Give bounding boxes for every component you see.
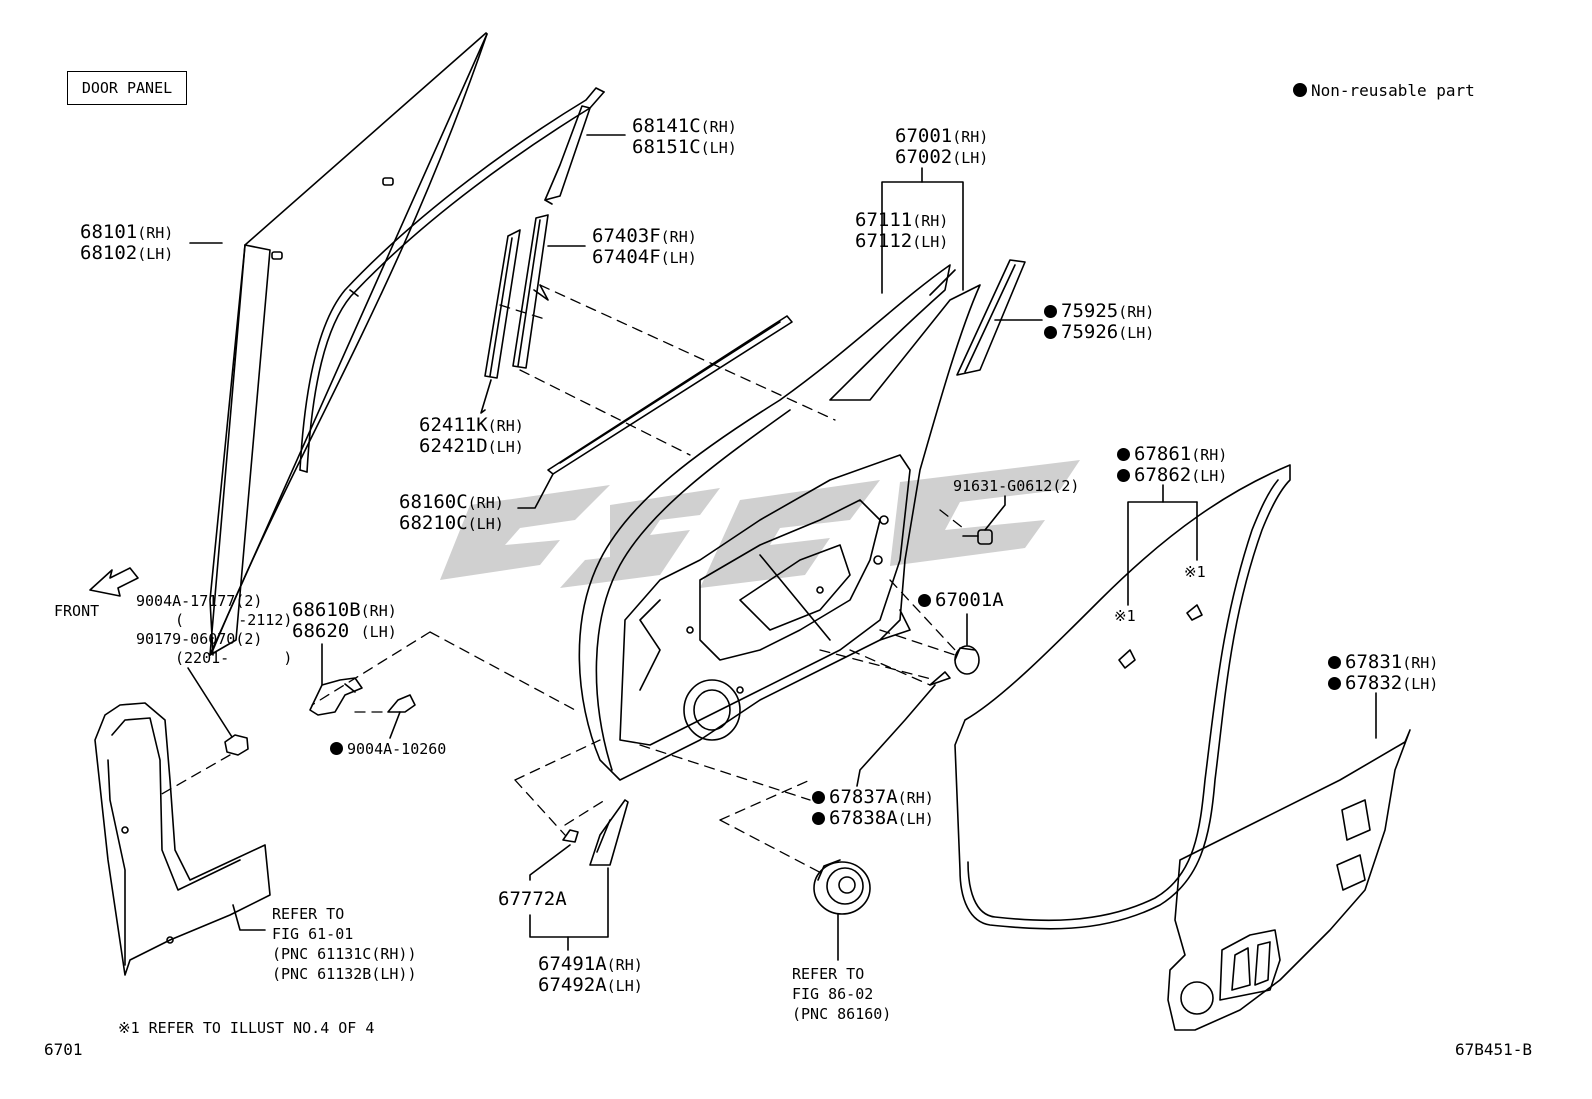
corner-garnish bbox=[562, 799, 629, 866]
door-stopper bbox=[954, 645, 980, 675]
refer-fig61-line4: (PNC 61132B(LH)) bbox=[272, 965, 417, 983]
label-x1-left: ※1 bbox=[1114, 607, 1136, 625]
label-67404f: 67404F(LH) bbox=[592, 246, 697, 268]
label-68141c: 68141C(RH) bbox=[632, 115, 737, 137]
leader-fig61 bbox=[232, 904, 266, 931]
footer-left-code: 6701 bbox=[44, 1040, 83, 1059]
label-67862: 67862(LH) bbox=[1117, 465, 1227, 487]
hinge-check bbox=[309, 677, 363, 716]
refer-fig61-line1: REFER TO bbox=[272, 905, 345, 923]
label-90179-range: (2201- ) bbox=[175, 649, 293, 667]
label-68151c: 68151C(LH) bbox=[632, 136, 737, 158]
non-reusable-dot-icon bbox=[1044, 305, 1057, 318]
label-91631: 91631-G0612(2) bbox=[953, 477, 1080, 495]
label-68102: 68102(LH) bbox=[80, 242, 174, 264]
label-68101: 68101(RH) bbox=[80, 221, 174, 243]
leader-67837a bbox=[856, 684, 936, 787]
front-pillar bbox=[94, 702, 271, 976]
label-75925: 75925(RH) bbox=[1044, 301, 1154, 323]
speaker bbox=[813, 859, 871, 915]
label-67838a: 67838A(LH) bbox=[812, 808, 934, 830]
refer-fig86-line3: (PNC 86160) bbox=[792, 1005, 892, 1023]
legend-text: Non-reusable part bbox=[1311, 81, 1475, 100]
refer-fig61-line2: FIG 61-01 bbox=[272, 925, 354, 943]
run-channel bbox=[299, 87, 605, 473]
non-reusable-dot-icon bbox=[1044, 326, 1057, 339]
door-shell bbox=[578, 264, 981, 781]
label-67837a: 67837A(RH) bbox=[812, 787, 934, 809]
label-67832: 67832(LH) bbox=[1328, 673, 1438, 695]
leader-67491a bbox=[529, 867, 609, 938]
leader-9004a10260 bbox=[389, 711, 401, 739]
label-67772a: 67772A bbox=[498, 888, 567, 910]
door-trim bbox=[1167, 729, 1411, 1031]
diagram-title: DOOR PANEL bbox=[67, 71, 187, 105]
label-67861: 67861(RH) bbox=[1117, 444, 1227, 466]
non-reusable-dot-icon bbox=[330, 742, 343, 755]
pin bbox=[929, 671, 951, 686]
division-bar bbox=[484, 214, 549, 379]
footer-right-code: 67B451-B bbox=[1455, 1040, 1533, 1059]
label-67492a: 67492A(LH) bbox=[538, 974, 643, 996]
non-reusable-dot-icon bbox=[812, 812, 825, 825]
label-9004a17177: 9004A-17177(2) bbox=[136, 592, 263, 610]
door-weatherstrip bbox=[954, 464, 1291, 930]
front-arrow-icon bbox=[89, 567, 139, 597]
label-68210c: 68210C(LH) bbox=[399, 512, 504, 534]
label-68620: 68620 (LH) bbox=[292, 620, 397, 642]
belt-moulding bbox=[547, 315, 793, 475]
label-67001a: 67001A bbox=[918, 590, 1004, 611]
refer-fig86-line2: FIG 86-02 bbox=[792, 985, 874, 1003]
frame-garnish bbox=[956, 259, 1026, 376]
non-reusable-dot-icon bbox=[1328, 656, 1341, 669]
label-67491a: 67491A(RH) bbox=[538, 953, 643, 975]
label-67001: 67001(RH) bbox=[895, 125, 989, 147]
non-reusable-dot-icon bbox=[918, 594, 931, 607]
guide-lines bbox=[159, 284, 964, 876]
nut bbox=[224, 734, 249, 756]
label-x1-right: ※1 bbox=[1184, 563, 1206, 581]
label-67403f: 67403F(RH) bbox=[592, 225, 697, 247]
refer-fig61-line3: (PNC 61131C(RH)) bbox=[272, 945, 417, 963]
non-reusable-dot-icon bbox=[1293, 83, 1307, 97]
label-9004a10260: 9004A-10260 bbox=[330, 740, 446, 758]
leader-68160c bbox=[517, 473, 554, 509]
label-62411k: 62411K(RH) bbox=[419, 414, 524, 436]
label-67831: 67831(RH) bbox=[1328, 652, 1438, 674]
label-67111: 67111(RH) bbox=[855, 209, 949, 231]
non-reusable-dot-icon bbox=[1328, 677, 1341, 690]
non-reusable-dot-icon bbox=[812, 791, 825, 804]
footnote: ※1 REFER TO ILLUST NO.4 OF 4 bbox=[118, 1019, 375, 1037]
leader-91631 bbox=[984, 495, 1006, 531]
label-90179: 90179-06070(2) bbox=[136, 630, 263, 648]
door-glass bbox=[209, 32, 488, 656]
front-label: FRONT bbox=[54, 602, 100, 620]
leader-67861 bbox=[1127, 484, 1164, 606]
leader-nut bbox=[187, 667, 233, 738]
leader-62411k bbox=[480, 379, 492, 414]
leader-67772a bbox=[529, 844, 571, 881]
watermark-logo bbox=[440, 460, 1080, 588]
label-67002: 67002(LH) bbox=[895, 146, 989, 168]
label-62421d: 62421D(LH) bbox=[419, 435, 524, 457]
label-68610b: 68610B(RH) bbox=[292, 599, 397, 621]
non-reusable-dot-icon bbox=[1117, 448, 1130, 461]
label-9004a17177-range: ( -2112) bbox=[175, 611, 293, 629]
label-75926: 75926(LH) bbox=[1044, 322, 1154, 344]
clip-parts bbox=[1118, 604, 1203, 669]
refer-fig86-line1: REFER TO bbox=[792, 965, 865, 983]
non-reusable-dot-icon bbox=[1117, 469, 1130, 482]
label-67112: 67112(LH) bbox=[855, 230, 949, 252]
bolt-9004a bbox=[387, 694, 416, 713]
label-68160c: 68160C(RH) bbox=[399, 491, 504, 513]
legend: Non-reusable part bbox=[1293, 81, 1475, 100]
